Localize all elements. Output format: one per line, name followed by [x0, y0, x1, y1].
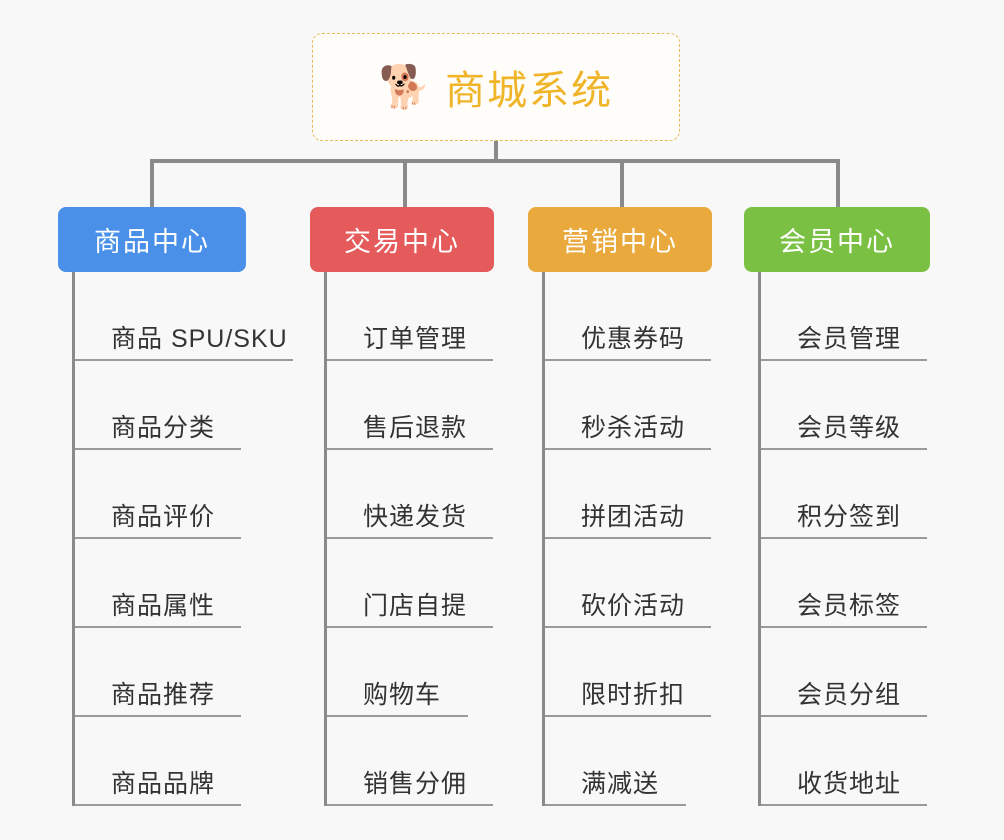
leaf-underline [327, 537, 493, 539]
connector-root-stem [494, 141, 498, 162]
category-title: 会员中心 [779, 227, 895, 257]
connector-drop-2 [403, 159, 407, 209]
list-item-label: 拼团活动 [581, 503, 686, 531]
list-item-label: 会员分组 [797, 681, 902, 709]
leaf-underline [761, 715, 927, 717]
list-item[interactable]: 商品评价 [75, 450, 246, 539]
list-item[interactable]: 订单管理 [327, 272, 494, 361]
leaf-underline [75, 448, 241, 450]
list-item[interactable]: 会员管理 [761, 272, 930, 361]
list-item[interactable]: 商品分类 [75, 361, 246, 450]
leaf-underline [761, 537, 927, 539]
branch-trade-center: 交易中心 订单管理 售后退款 快递发货 门店自提 购物车 [310, 207, 494, 806]
list-item-label: 会员管理 [797, 325, 902, 353]
branch-member-center: 会员中心 会员管理 会员等级 积分签到 会员标签 会员分组 [744, 207, 930, 806]
leaf-list-trade-center: 订单管理 售后退款 快递发货 门店自提 购物车 销售分佣 [324, 272, 494, 806]
list-item[interactable]: 积分签到 [761, 450, 930, 539]
connector-trunk [150, 159, 840, 163]
list-item-label: 快递发货 [363, 503, 468, 531]
leaf-underline [75, 626, 241, 628]
list-item-label: 砍价活动 [581, 592, 686, 620]
list-item[interactable]: 会员分组 [761, 628, 930, 717]
leaf-underline [327, 626, 493, 628]
category-title: 交易中心 [344, 227, 460, 257]
category-title: 商品中心 [94, 227, 210, 257]
leaf-underline [327, 448, 493, 450]
list-item-label: 商品品牌 [111, 770, 216, 798]
category-header-marketing-center[interactable]: 营销中心 [528, 207, 712, 272]
leaf-underline [761, 448, 927, 450]
list-item[interactable]: 商品属性 [75, 539, 246, 628]
leaf-list-member-center: 会员管理 会员等级 积分签到 会员标签 会员分组 收货地址 [758, 272, 930, 806]
root-node[interactable]: 🐕 商城系统 [312, 33, 680, 141]
leaf-underline [545, 804, 686, 806]
leaf-underline [761, 804, 927, 806]
branch-marketing-center: 营销中心 优惠券码 秒杀活动 拼团活动 砍价活动 限时折扣 [528, 207, 712, 806]
category-header-product-center[interactable]: 商品中心 [58, 207, 246, 272]
list-item[interactable]: 商品 SPU/SKU [75, 272, 293, 361]
leaf-underline [545, 359, 711, 361]
connector-drop-1 [150, 159, 154, 209]
leaf-underline [327, 804, 493, 806]
leaf-underline [761, 626, 927, 628]
list-item-label: 会员标签 [797, 592, 902, 620]
list-item[interactable]: 商品推荐 [75, 628, 246, 717]
list-item[interactable]: 商品品牌 [75, 717, 246, 806]
list-item-label: 商品推荐 [111, 681, 216, 709]
category-header-trade-center[interactable]: 交易中心 [310, 207, 494, 272]
shiba-dog-face-icon: 🐕 [378, 63, 432, 110]
connector-drop-3 [620, 159, 624, 209]
list-item[interactable]: 优惠券码 [545, 272, 712, 361]
leaf-underline [761, 359, 927, 361]
list-item[interactable]: 收货地址 [761, 717, 930, 806]
leaf-underline [327, 715, 468, 717]
list-item-label: 秒杀活动 [581, 414, 686, 442]
list-item-label: 商品评价 [111, 503, 216, 531]
leaf-underline [75, 804, 241, 806]
list-item-label: 商品分类 [111, 414, 216, 442]
leaf-underline [75, 537, 241, 539]
leaf-list-marketing-center: 优惠券码 秒杀活动 拼团活动 砍价活动 限时折扣 满减送 [542, 272, 712, 806]
list-item-label: 商品 SPU/SKU [111, 325, 288, 353]
list-item-label: 积分签到 [797, 503, 902, 531]
list-item[interactable]: 快递发货 [327, 450, 494, 539]
list-item-label: 满减送 [581, 770, 660, 798]
list-item[interactable]: 门店自提 [327, 539, 494, 628]
list-item[interactable]: 会员等级 [761, 361, 930, 450]
leaf-underline [545, 448, 711, 450]
category-header-member-center[interactable]: 会员中心 [744, 207, 930, 272]
list-item[interactable]: 秒杀活动 [545, 361, 712, 450]
leaf-underline [545, 715, 711, 717]
list-item[interactable]: 砍价活动 [545, 539, 712, 628]
root-title: 商城系统 [445, 69, 614, 113]
category-title: 营销中心 [562, 227, 678, 257]
list-item-label: 销售分佣 [363, 770, 468, 798]
list-item[interactable]: 会员标签 [761, 539, 930, 628]
list-item-label: 会员等级 [797, 414, 902, 442]
branch-product-center: 商品中心 商品 SPU/SKU 商品分类 商品评价 商品属性 商品推荐 [58, 207, 293, 806]
list-item-label: 限时折扣 [581, 681, 686, 709]
list-item[interactable]: 限时折扣 [545, 628, 712, 717]
list-item[interactable]: 销售分佣 [327, 717, 494, 806]
leaf-underline [545, 626, 711, 628]
list-item[interactable]: 满减送 [545, 717, 712, 806]
list-item[interactable]: 购物车 [327, 628, 494, 717]
leaf-underline [75, 359, 293, 361]
list-item-label: 收货地址 [797, 770, 902, 798]
list-item[interactable]: 拼团活动 [545, 450, 712, 539]
connector-drop-4 [836, 159, 840, 209]
list-item-label: 商品属性 [111, 592, 216, 620]
leaf-underline [75, 715, 241, 717]
leaf-list-product-center: 商品 SPU/SKU 商品分类 商品评价 商品属性 商品推荐 商品品牌 [72, 272, 293, 806]
leaf-underline [545, 537, 711, 539]
list-item-label: 优惠券码 [581, 325, 686, 353]
list-item-label: 购物车 [363, 681, 442, 709]
list-item-label: 售后退款 [363, 414, 468, 442]
list-item-label: 订单管理 [363, 325, 468, 353]
list-item-label: 门店自提 [363, 592, 468, 620]
list-item[interactable]: 售后退款 [327, 361, 494, 450]
leaf-underline [327, 359, 493, 361]
